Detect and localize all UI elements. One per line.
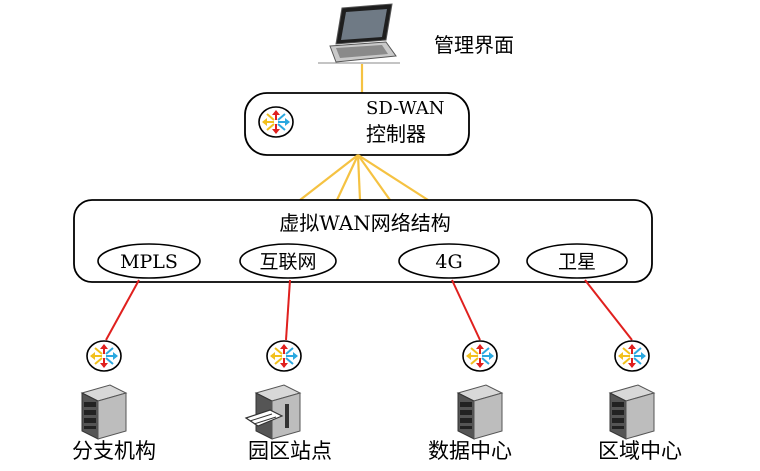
transport-internet <box>239 243 337 279</box>
site-link-branch <box>105 279 140 341</box>
datacenter-server-icon <box>457 384 503 440</box>
site-link-datacenter <box>451 279 481 341</box>
datacenter-router-icon <box>462 340 498 372</box>
site-links <box>105 279 633 341</box>
campus-router-icon <box>266 340 302 372</box>
transport-mpls <box>97 243 201 279</box>
controller-link <box>357 154 429 201</box>
transport-mpls-label: MPLS <box>120 251 178 273</box>
controller-link <box>336 154 359 201</box>
transport-satellite-label: 卫星 <box>558 251 596 273</box>
transport-4g-label: 4G <box>435 251 462 273</box>
regional-router-icon <box>614 340 650 372</box>
site-label-campus: 园区站点 <box>248 439 332 463</box>
controller-subtitle: 控制器 <box>366 122 426 146</box>
site-label-datacenter: 数据中心 <box>428 439 512 463</box>
site-link-regional <box>584 279 633 341</box>
controller-link <box>357 154 391 201</box>
campus-building-icon <box>244 384 302 440</box>
virtual-wan-title: 虚拟WAN网络结构 <box>279 211 451 235</box>
controller-title: SD-WAN <box>366 98 445 119</box>
site-link-campus <box>285 279 291 341</box>
virtual-wan-box <box>73 199 653 283</box>
transport-internet-label: 互联网 <box>259 251 316 273</box>
regional-server-icon <box>609 384 655 440</box>
site-label-branch: 分支机构 <box>72 439 156 463</box>
controller-link <box>299 154 359 201</box>
branch-router-icon <box>86 340 122 372</box>
site-label-regional: 区域中心 <box>598 439 682 463</box>
transport-satellite <box>526 243 628 279</box>
controller-router-icon <box>258 106 294 138</box>
controller-link <box>356 154 362 201</box>
branch-server-icon <box>81 384 127 440</box>
laptop-icon <box>318 3 400 64</box>
management-label: 管理界面 <box>434 33 514 57</box>
transport-4g <box>398 243 500 279</box>
controller-links <box>299 154 429 201</box>
